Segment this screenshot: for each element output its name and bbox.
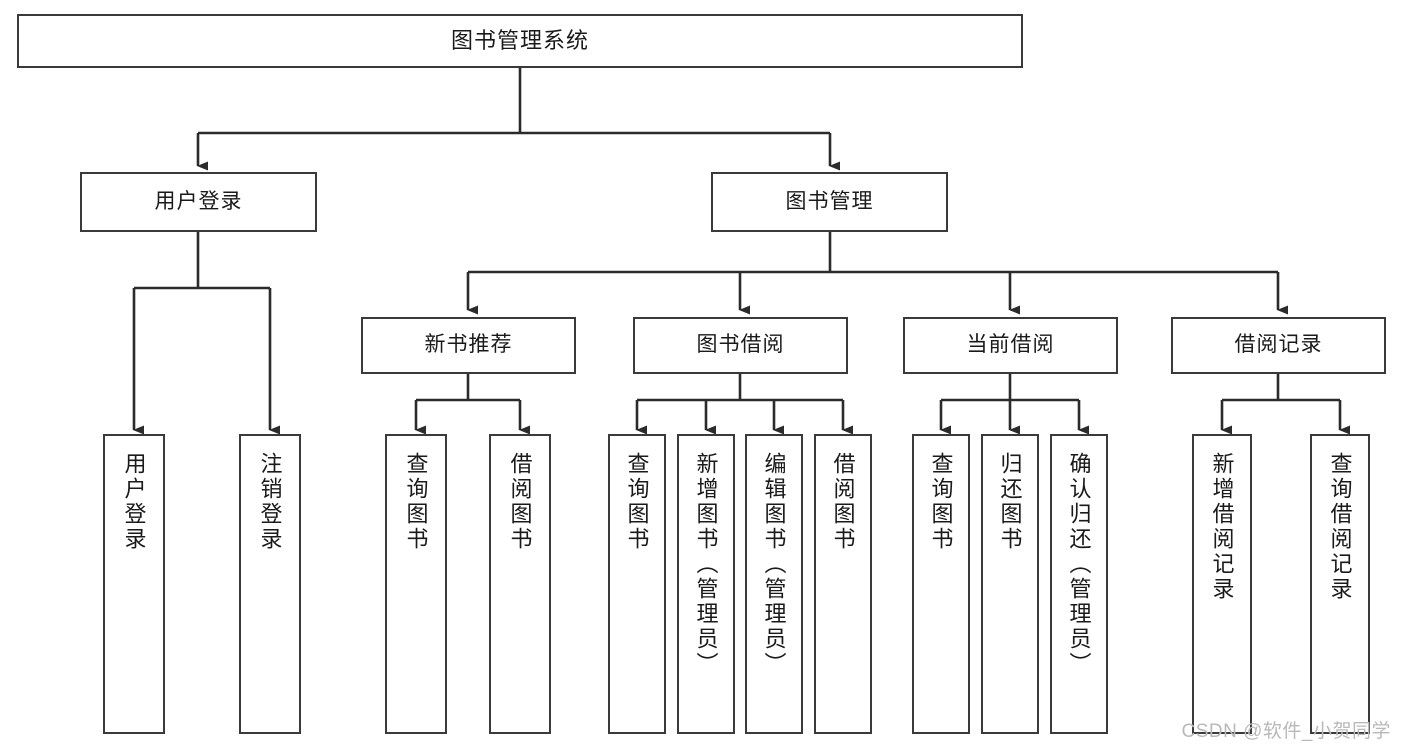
leaf-bw-edit-book-label: 编辑图书（管理员） [761, 452, 787, 677]
leaf-nb-query-book[interactable]: 查询图书 [385, 434, 447, 734]
leaf-rc-add-record[interactable]: 新增借阅记录 [1192, 434, 1252, 734]
node-root[interactable]: 图书管理系统 [17, 14, 1023, 68]
leaf-user-login-label: 用户登录 [121, 452, 147, 552]
leaf-cur-confirm-return[interactable]: 确认归还（管理员） [1050, 434, 1108, 734]
node-current-borrow-label: 当前借阅 [966, 333, 1055, 357]
leaf-cur-confirm-return-label: 确认归还（管理员） [1066, 452, 1092, 677]
node-root-label: 图书管理系统 [450, 28, 589, 54]
leaf-cur-return-book[interactable]: 归还图书 [981, 434, 1039, 734]
node-user-login[interactable]: 用户登录 [80, 172, 317, 232]
leaf-cur-query-book[interactable]: 查询图书 [912, 434, 970, 734]
leaf-user-login[interactable]: 用户登录 [103, 434, 165, 734]
leaf-bw-query-book-label: 查询图书 [624, 452, 650, 552]
leaf-nb-borrow-book[interactable]: 借阅图书 [489, 434, 551, 734]
leaf-rc-query-record-label: 查询借阅记录 [1327, 452, 1353, 602]
leaf-bw-add-book[interactable]: 新增图书（管理员） [677, 434, 735, 734]
node-book-borrow-label: 图书借阅 [696, 333, 785, 357]
leaf-cur-return-book-label: 归还图书 [997, 452, 1023, 552]
leaf-bw-borrow-book-label: 借阅图书 [830, 452, 856, 552]
leaf-bw-edit-book[interactable]: 编辑图书（管理员） [745, 434, 803, 734]
leaf-bw-query-book[interactable]: 查询图书 [608, 434, 666, 734]
leaf-bw-borrow-book[interactable]: 借阅图书 [814, 434, 872, 734]
leaf-bw-add-book-label: 新增图书（管理员） [693, 452, 719, 677]
node-user-login-label: 用户登录 [154, 189, 243, 213]
node-borrow-records-label: 借阅记录 [1234, 333, 1323, 357]
leaf-nb-query-book-label: 查询图书 [403, 452, 429, 552]
node-book-borrow[interactable]: 图书借阅 [633, 317, 848, 374]
node-borrow-records[interactable]: 借阅记录 [1171, 317, 1386, 374]
node-book-management-label: 图书管理 [785, 189, 874, 213]
leaf-rc-add-record-label: 新增借阅记录 [1209, 452, 1235, 602]
leaf-nb-borrow-book-label: 借阅图书 [507, 452, 533, 552]
node-book-management[interactable]: 图书管理 [711, 172, 948, 232]
node-new-book-recommend-label: 新书推荐 [424, 333, 513, 357]
leaf-logout-label: 注销登录 [257, 452, 283, 552]
leaf-logout[interactable]: 注销登录 [239, 434, 301, 734]
node-new-book-recommend[interactable]: 新书推荐 [361, 317, 576, 374]
csdn-watermark: CSDN @软件_小贺同学 [1181, 721, 1391, 742]
leaf-cur-query-book-label: 查询图书 [928, 452, 954, 552]
node-current-borrow[interactable]: 当前借阅 [903, 317, 1118, 374]
leaf-rc-query-record[interactable]: 查询借阅记录 [1310, 434, 1370, 734]
